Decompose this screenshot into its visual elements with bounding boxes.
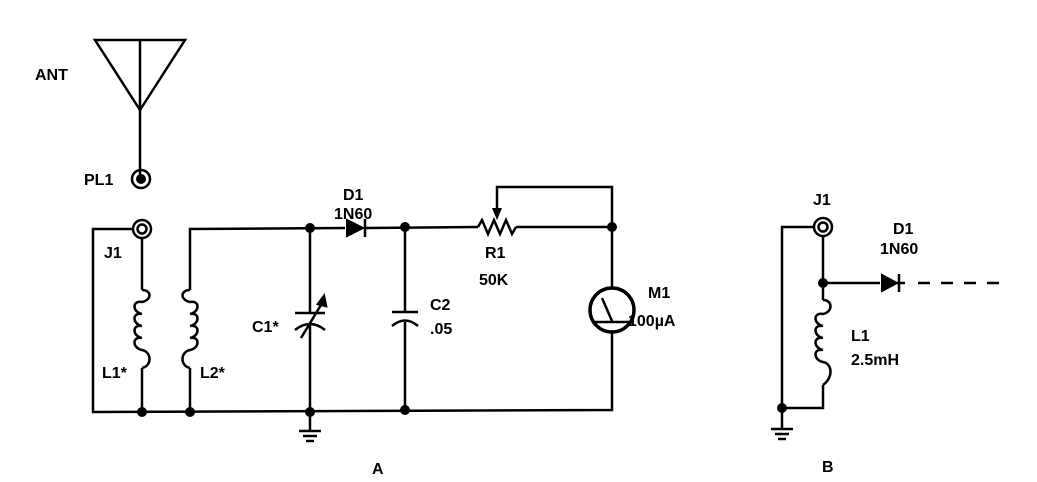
diode-d1 <box>346 218 367 238</box>
meter-m1 <box>588 286 636 334</box>
wires-a <box>91 185 614 414</box>
l1-b-name: L1 <box>851 328 870 345</box>
junction-dots-b <box>777 278 828 413</box>
d1-value: 1N60 <box>334 206 372 223</box>
diode-d1-b <box>881 273 901 293</box>
inductor-l1-b <box>814 298 832 387</box>
antenna-label: ANT <box>35 67 68 84</box>
c1-label: C1* <box>252 319 279 336</box>
circuit-b-label: B <box>822 459 834 476</box>
l2-label: L2* <box>200 365 226 382</box>
jack-j1-b <box>812 216 834 238</box>
c2-name: C2 <box>430 297 451 314</box>
inductor-l1 <box>133 288 151 370</box>
variable-capacitor-c1 <box>294 293 328 339</box>
m1-name: M1 <box>648 285 670 302</box>
l1-b-value: 2.5mH <box>851 352 899 369</box>
jack-b-label: J1 <box>813 192 831 209</box>
potentiometer-r1 <box>476 208 518 238</box>
d1-b-value: 1N60 <box>880 241 918 258</box>
capacitor-c2 <box>391 310 419 327</box>
jack-j1 <box>131 218 153 240</box>
antenna-symbol <box>92 38 188 178</box>
l1-label: L1* <box>102 365 128 382</box>
inductor-l2 <box>181 288 199 370</box>
d1-name: D1 <box>343 187 364 204</box>
ground-icon <box>299 412 321 443</box>
plug-label: PL1 <box>84 172 113 189</box>
wires-b <box>771 225 999 441</box>
plug-pl1 <box>130 168 152 190</box>
r1-name: R1 <box>485 245 506 262</box>
c2-value: .05 <box>430 321 452 338</box>
m1-value: 100µA <box>628 313 676 330</box>
d1-b-name: D1 <box>893 221 914 238</box>
junction-dots-a <box>137 222 617 417</box>
circuit-a-label: A <box>372 461 384 478</box>
r1-value: 50K <box>479 272 509 289</box>
jack-label: J1 <box>104 245 122 262</box>
